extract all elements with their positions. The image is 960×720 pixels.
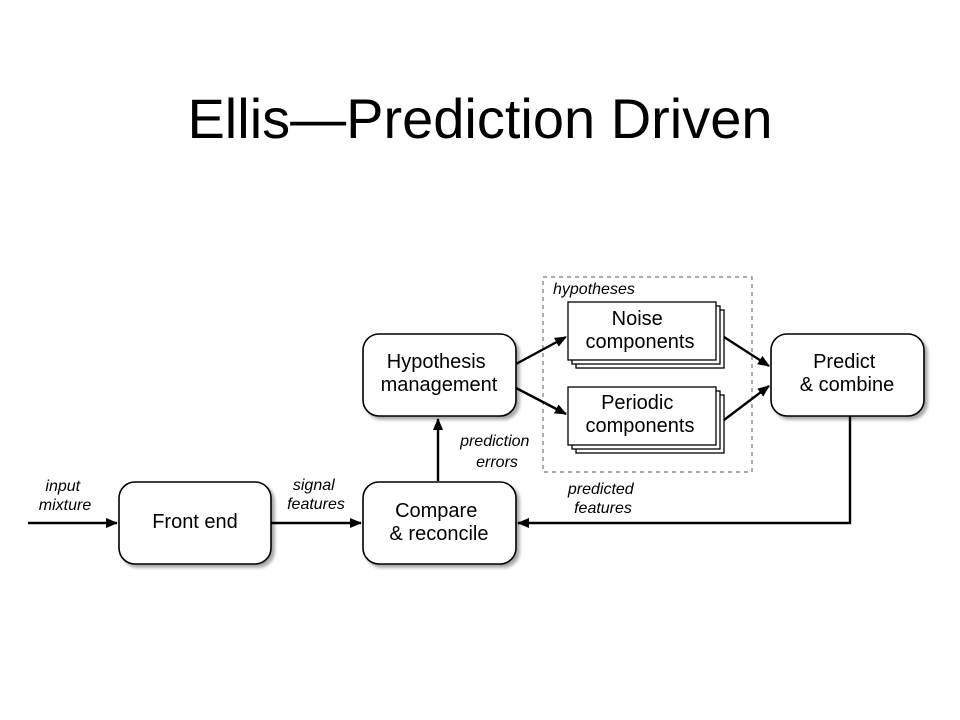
arrow-hypothesis-to-periodic: [515, 386, 567, 416]
svg-text:Front end: Front end: [152, 511, 238, 533]
hypotheses-group-border: [542, 276, 753, 473]
compare-label-line1: Compare: [395, 500, 477, 522]
predict-combine-node: Predict & combine: [770, 333, 925, 417]
predict-label-line2: & combine: [800, 374, 895, 396]
front-end-node: Front end: [118, 481, 272, 565]
svg-text:Predict & combine: Predict & combine: [800, 351, 895, 396]
periodic-label-line2: components: [586, 415, 695, 437]
compare-reconcile-node: Compare & reconcile: [362, 481, 517, 565]
svg-text:Noise components: Noise components: [586, 308, 695, 353]
hypothesis-management-node: Hypothesis management: [362, 333, 517, 417]
svg-text:Hypothesis management: Hypothesis management: [381, 351, 498, 396]
noise-components-node: Noise components: [567, 301, 725, 369]
arrow-hypothesis-to-noise: [515, 335, 567, 366]
svg-text:Periodic components: Periodic components: [586, 392, 695, 437]
hypothesis-label-line1: Hypothesis: [387, 351, 486, 373]
svg-text:Compare & reconcile: Compare & reconcile: [390, 500, 489, 545]
arrow-periodic-to-predict: [723, 385, 770, 421]
prediction-errors-label: prediction errors: [459, 433, 534, 471]
predicted-features-label: predicted features: [567, 481, 638, 517]
noise-label-line2: components: [586, 331, 695, 353]
noise-label-line1: Noise: [612, 308, 663, 330]
hypotheses-group-label: hypotheses: [553, 281, 635, 298]
predict-label-line1: Predict: [813, 351, 876, 373]
slide-title: Ellis—Prediction Driven: [187, 87, 773, 150]
compare-label-line2: & reconcile: [390, 523, 489, 545]
periodic-components-node: Periodic components: [567, 386, 725, 454]
signal-features-label: signal features: [287, 477, 345, 513]
input-mixture-label: input mixture: [39, 478, 92, 514]
periodic-label-line1: Periodic: [601, 392, 673, 414]
front-end-label: Front end: [152, 511, 238, 533]
arrow-noise-to-predict: [723, 335, 770, 368]
hypothesis-label-line2: management: [381, 374, 498, 396]
arrow-predict-to-compare: [517, 416, 852, 528]
